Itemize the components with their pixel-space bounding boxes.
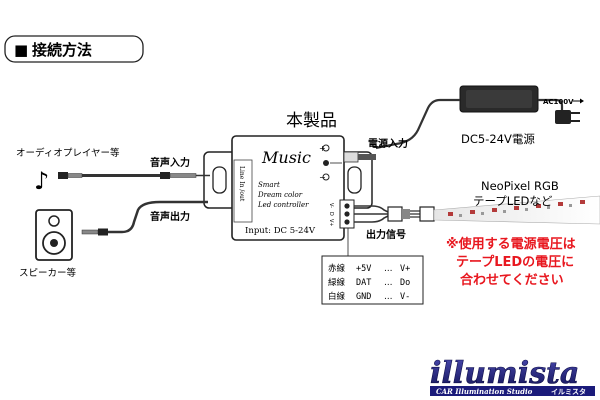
- wire-row-1-terminal: Do: [400, 278, 410, 288]
- ac-plug-icon: [555, 110, 580, 124]
- ac-label: AC100V: [543, 98, 574, 106]
- desc-line-3: Led controller: [257, 201, 309, 209]
- input-rating-label: Input: DC 5-24V: [245, 226, 316, 236]
- speaker-icon: [35, 209, 73, 261]
- voltage-warning: ※使用する電源電圧は テープLEDの電圧に 合わせてください: [446, 236, 576, 288]
- speaker-label: スピーカー等: [19, 267, 77, 279]
- wire-row-0-color: 赤線: [328, 263, 346, 274]
- output-terminal-block: [339, 199, 355, 229]
- audio-player-label: オーディオプレイヤー等: [16, 147, 120, 159]
- audio-out-label: 音声出力: [150, 210, 190, 223]
- led-label-line-2: テープLEDなど: [473, 194, 553, 208]
- logo-tagline: CAR Illumination Studio: [436, 387, 533, 396]
- minus-icon: −: [319, 173, 326, 182]
- power-source-label: DC5-24V電源: [461, 132, 535, 146]
- section-marker: ■: [14, 41, 28, 59]
- product-heading: 本製品: [286, 111, 337, 131]
- pin-label-2: D: [328, 212, 334, 216]
- output-signal-label: 出力信号: [366, 228, 406, 241]
- music-note-icon: ♪: [34, 167, 49, 195]
- wire-row-0-terminal: V+: [400, 264, 410, 274]
- led-tape-strip: [433, 195, 600, 225]
- wire-row-1-signal: DAT: [356, 278, 371, 288]
- power-input-label: 電源入力: [368, 137, 408, 150]
- wire-row-0-signal: +5V: [356, 264, 371, 274]
- wire-row-1-sep: …: [384, 278, 393, 288]
- wire-row-0-sep: …: [384, 264, 393, 274]
- ac-arrowhead-icon: [580, 98, 584, 104]
- wire-row-2-terminal: V-: [400, 292, 410, 302]
- warning-line-2: テープLEDの電圧に: [456, 255, 574, 270]
- wire-row-2-sep: …: [384, 292, 393, 302]
- line-inout-label: Line In /out: [238, 166, 245, 202]
- audio-input-cable: [58, 172, 210, 179]
- warning-line-3: 合わせてください: [460, 272, 564, 288]
- audio-in-label: 音声入力: [150, 156, 190, 169]
- section-header: ■ 接続方法: [4, 35, 144, 63]
- output-wires: [354, 205, 435, 223]
- brand-label: Music: [261, 148, 311, 167]
- wire-row-2-color: 白線: [328, 291, 346, 302]
- audio-output-cable: [81, 200, 208, 236]
- pin-label-3: V+: [328, 219, 334, 227]
- desc-line-1: Smart: [258, 181, 280, 189]
- illumista-logo: illumista CAR Illumination Studio イルミスタ: [430, 356, 595, 396]
- controller-unit: [203, 135, 373, 241]
- led-label-line-1: NeoPixel RGB: [481, 179, 559, 193]
- logo-wordmark: illumista: [430, 356, 579, 391]
- power-supply: [375, 85, 564, 150]
- pin-label-1: V-: [328, 203, 334, 208]
- section-title: 接続方法: [32, 41, 92, 59]
- desc-line-2: Dream color: [257, 191, 303, 199]
- logo-tagline-jp: イルミスタ: [551, 387, 586, 396]
- wire-row-1-color: 緑線: [328, 277, 346, 288]
- wiring-table: 赤線 +5V … V+ 緑線 DAT … Do 白線 GND … V-: [321, 255, 424, 305]
- power-jack: [322, 144, 376, 181]
- plus-icon: +: [319, 144, 326, 153]
- warning-line-1: ※使用する電源電圧は: [446, 236, 576, 252]
- wire-row-2-signal: GND: [356, 292, 371, 302]
